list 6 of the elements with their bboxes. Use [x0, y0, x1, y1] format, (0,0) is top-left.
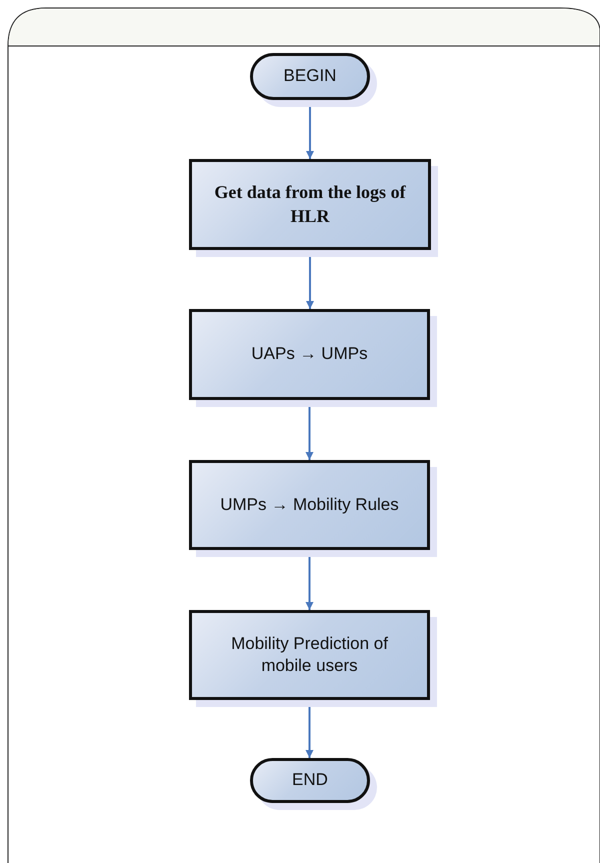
node-label: BEGIN [284, 65, 336, 88]
node-label: END [292, 769, 328, 792]
node-label: Get data from the logs of HLR [213, 181, 407, 228]
node-label: Mobility Prediction of mobile users [230, 632, 389, 677]
node-label: UAPs → UMPs [251, 343, 368, 366]
node-label: UMPs → Mobility Rules [220, 494, 399, 516]
